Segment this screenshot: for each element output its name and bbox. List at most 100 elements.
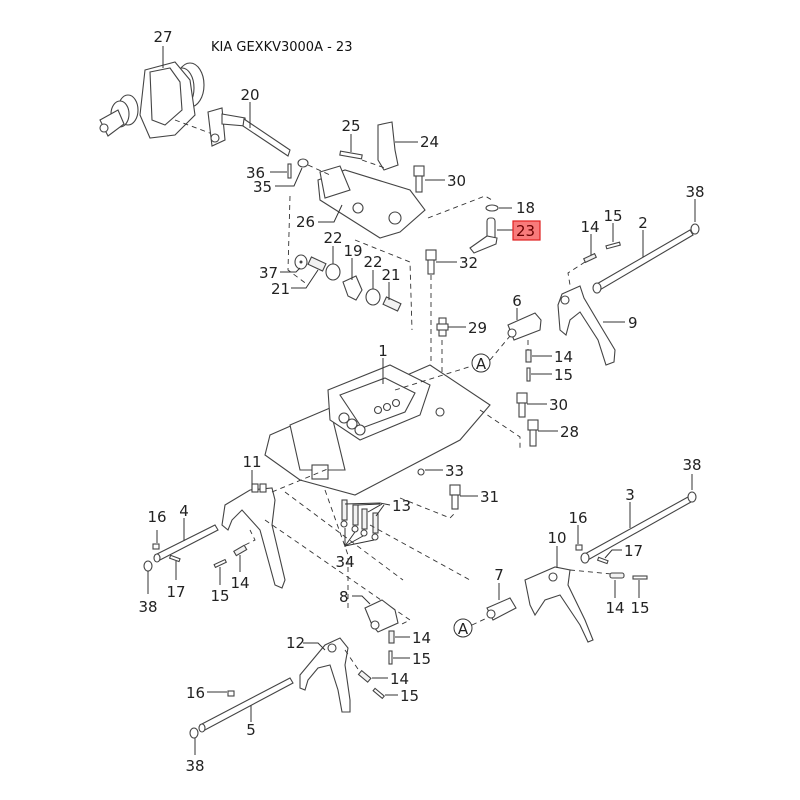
- callout-14-top[interactable]: 14: [580, 218, 599, 236]
- callout-34[interactable]: 34: [335, 553, 354, 571]
- callout-21-right[interactable]: 21: [381, 266, 400, 284]
- part-14-spring-pin[interactable]: [525, 349, 532, 363]
- part-33-plug[interactable]: [417, 468, 425, 476]
- part-17-pin[interactable]: [168, 554, 181, 563]
- callout-32[interactable]: 32: [459, 254, 478, 272]
- part-15-pin[interactable]: [388, 650, 393, 665]
- part-34-balls[interactable]: [340, 520, 379, 541]
- callout-6[interactable]: 6: [512, 292, 522, 310]
- callout-38-left[interactable]: 38: [138, 598, 157, 616]
- part-15-pin[interactable]: [372, 687, 386, 700]
- part-1-cover-plate[interactable]: [264, 364, 491, 496]
- part-14-spring-pin[interactable]: [233, 544, 248, 557]
- part-6-shift-block[interactable]: [507, 312, 542, 341]
- part-3-shift-rail[interactable]: [580, 496, 692, 564]
- part-2-shift-rail[interactable]: [592, 229, 694, 294]
- part-16-plug[interactable]: [227, 690, 235, 697]
- part-19-detent[interactable]: [342, 275, 363, 301]
- callout-20[interactable]: 20: [240, 86, 259, 104]
- part-14-spring-pin[interactable]: [388, 630, 395, 644]
- callout-31[interactable]: 31: [480, 488, 499, 506]
- part-27-control-housing[interactable]: [99, 61, 205, 139]
- part-38-snap-ring[interactable]: [143, 560, 153, 572]
- callout-5[interactable]: 5: [246, 721, 256, 739]
- callout-16-left[interactable]: 16: [147, 508, 166, 526]
- callout-14-mid[interactable]: 14: [554, 348, 573, 366]
- part-11-shift-fork[interactable]: [221, 483, 286, 589]
- callout-38-top-right[interactable]: 38: [685, 183, 704, 201]
- part-25-pin[interactable]: [339, 150, 363, 160]
- callout-38-bottom[interactable]: 38: [185, 757, 204, 775]
- part-4-shift-rail[interactable]: [153, 524, 219, 563]
- part-35-o-ring[interactable]: [297, 158, 309, 168]
- callout-38-right[interactable]: 38: [682, 456, 701, 474]
- callout-14-bottom-b[interactable]: 14: [390, 670, 409, 688]
- part-15-pin[interactable]: [526, 367, 531, 382]
- callout-11[interactable]: 11: [242, 453, 261, 471]
- callout-33[interactable]: 33: [445, 462, 464, 480]
- callout-15-mid[interactable]: 15: [554, 366, 573, 384]
- part-26-shift-housing[interactable]: [317, 165, 426, 239]
- part-10-shift-fork[interactable]: [524, 566, 594, 643]
- part-32-bolt[interactable]: [425, 249, 437, 275]
- part-21-spring[interactable]: [382, 296, 402, 312]
- part-5-shift-rail[interactable]: [198, 677, 294, 733]
- part-14-spring-pin[interactable]: [582, 252, 598, 264]
- part-28-bolt[interactable]: [527, 419, 539, 447]
- callout-23-highlighted[interactable]: 23: [516, 222, 535, 240]
- callout-25[interactable]: 25: [341, 117, 360, 135]
- callout-3[interactable]: 3: [625, 486, 635, 504]
- callout-19[interactable]: 19: [343, 242, 362, 260]
- callout-14-left[interactable]: 14: [230, 574, 249, 592]
- part-30-bolt[interactable]: [516, 392, 528, 418]
- part-30-bolt[interactable]: [413, 165, 425, 193]
- callout-36[interactable]: 36: [246, 164, 265, 182]
- part-29-fitting[interactable]: [436, 317, 449, 337]
- part-16-plug[interactable]: [575, 544, 583, 551]
- callout-15-top[interactable]: 15: [603, 207, 622, 225]
- callout-28[interactable]: 28: [560, 423, 579, 441]
- part-13-springs[interactable]: [341, 499, 379, 534]
- part-38-snap-ring[interactable]: [687, 491, 697, 503]
- callout-1[interactable]: 1: [378, 342, 388, 360]
- callout-15-bottom-b[interactable]: 15: [400, 687, 419, 705]
- part-15-pin[interactable]: [632, 575, 648, 580]
- callout-26[interactable]: 26: [296, 213, 315, 231]
- part-38-snap-ring[interactable]: [189, 727, 199, 739]
- callout-4[interactable]: 4: [179, 502, 189, 520]
- part-38-snap-ring[interactable]: [690, 223, 700, 235]
- part-7-shift-block[interactable]: [486, 597, 517, 621]
- part-14-spring-pin[interactable]: [357, 669, 372, 683]
- callout-27[interactable]: 27: [153, 28, 172, 46]
- callout-15-left[interactable]: 15: [210, 587, 229, 605]
- part-12-shift-fork[interactable]: [299, 637, 351, 713]
- callout-16-bottom[interactable]: 16: [186, 684, 205, 702]
- part-15-pin[interactable]: [213, 558, 228, 569]
- highlight-box-23[interactable]: [512, 220, 541, 241]
- part-24-lever[interactable]: [377, 121, 399, 171]
- part-21-spring[interactable]: [307, 256, 327, 272]
- callout-22-right[interactable]: 22: [363, 253, 382, 271]
- part-14-spring-pin[interactable]: [609, 572, 625, 579]
- part-15-pin[interactable]: [605, 241, 621, 250]
- callout-13[interactable]: 13: [392, 497, 411, 515]
- callout-17-left[interactable]: 17: [166, 583, 185, 601]
- callout-14-bottom-a[interactable]: 14: [412, 629, 431, 647]
- callout-30-top[interactable]: 30: [447, 172, 466, 190]
- part-22-washer[interactable]: [325, 263, 341, 281]
- callout-17-right[interactable]: 17: [624, 542, 643, 560]
- part-17-pin[interactable]: [596, 556, 609, 565]
- part-9-shift-fork[interactable]: [557, 285, 616, 366]
- callout-22-left[interactable]: 22: [323, 229, 342, 247]
- part-31-bolt[interactable]: [449, 484, 461, 510]
- callout-37[interactable]: 37: [259, 264, 278, 282]
- part-8-shift-block[interactable]: [364, 599, 399, 633]
- part-22-washer[interactable]: [365, 288, 381, 306]
- callout-30-mid[interactable]: 30: [549, 396, 568, 414]
- part-18-o-ring[interactable]: [485, 204, 499, 212]
- callout-15-right[interactable]: 15: [630, 599, 649, 617]
- callout-24[interactable]: 24: [420, 133, 439, 151]
- callout-10[interactable]: 10: [547, 529, 566, 547]
- callout-29[interactable]: 29: [468, 319, 487, 337]
- part-16-plug[interactable]: [152, 543, 160, 550]
